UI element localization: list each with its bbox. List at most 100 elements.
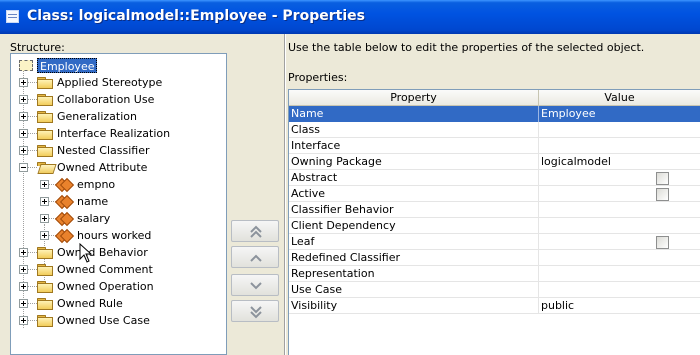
expand-icon[interactable] <box>40 214 49 223</box>
tree-item[interactable]: Owned Rule <box>11 295 226 312</box>
property-value-cell[interactable] <box>539 138 700 154</box>
tree-item[interactable]: Owned Use Case <box>11 312 226 329</box>
expand-icon[interactable] <box>19 95 28 104</box>
property-value-cell[interactable] <box>539 234 700 250</box>
property-value-cell[interactable] <box>539 250 700 266</box>
tree-guide-line <box>44 201 56 203</box>
expand-icon[interactable] <box>40 197 49 206</box>
tree-guide-line <box>44 218 56 220</box>
expand-icon[interactable] <box>19 299 28 308</box>
folder-open-icon <box>37 162 57 174</box>
property-value-cell[interactable] <box>539 282 700 298</box>
property-value-cell[interactable] <box>539 122 700 138</box>
tree-guide-line <box>23 303 37 305</box>
column-header-property[interactable]: Property <box>289 90 539 106</box>
property-checkbox[interactable] <box>656 172 669 185</box>
tree-guide-line <box>23 167 37 169</box>
property-checkbox[interactable] <box>656 236 669 249</box>
expand-icon[interactable] <box>19 282 28 291</box>
property-value-cell[interactable] <box>539 218 700 234</box>
tree-item[interactable]: Owned Behavior <box>11 244 226 261</box>
tree-item[interactable]: Owned Attribute <box>11 159 226 176</box>
table-row[interactable]: Active <box>289 186 700 202</box>
move-down-button[interactable] <box>231 274 279 296</box>
tree-child-item[interactable]: empno <box>11 176 226 193</box>
tree-item[interactable]: Owned Comment <box>11 261 226 278</box>
expand-icon[interactable] <box>19 129 28 138</box>
table-row[interactable]: Redefined Classifier <box>289 250 700 266</box>
tree-item[interactable]: Collaboration Use <box>11 91 226 108</box>
tree-item-label: Owned Use Case <box>57 314 150 327</box>
tree-item[interactable]: Interface Realization <box>11 125 226 142</box>
table-row[interactable]: Leaf <box>289 234 700 250</box>
tree-item-label: Interface Realization <box>57 127 171 140</box>
window-icon <box>6 10 19 23</box>
expand-icon[interactable] <box>19 78 28 87</box>
expand-icon[interactable] <box>19 265 28 274</box>
pane-divider[interactable] <box>284 34 285 355</box>
folder-icon <box>37 145 53 157</box>
expand-icon[interactable] <box>19 112 28 121</box>
tree-guide-line <box>23 99 37 101</box>
table-row[interactable]: Class <box>289 122 700 138</box>
table-row[interactable]: Interface <box>289 138 700 154</box>
table-row[interactable]: Representation <box>289 266 700 282</box>
collapse-icon[interactable] <box>19 163 28 172</box>
tree-child-label: name <box>77 195 109 208</box>
table-row[interactable]: Abstract <box>289 170 700 186</box>
table-row[interactable]: Classifier Behavior <box>289 202 700 218</box>
expand-icon[interactable] <box>40 231 49 240</box>
mouse-cursor-icon <box>79 243 93 263</box>
tree-guide-line <box>23 269 37 271</box>
folder-icon <box>37 77 53 89</box>
tree-root-row[interactable]: Employee <box>11 57 226 74</box>
tree-child-item[interactable]: salary <box>11 210 226 227</box>
tree-item-label: Owned Operation <box>57 280 154 293</box>
move-down-icon <box>250 282 262 290</box>
property-value-cell[interactable] <box>539 266 700 282</box>
tree-item[interactable]: Generalization <box>11 108 226 125</box>
expand-icon[interactable] <box>19 316 28 325</box>
tree-item[interactable]: Applied Stereotype <box>11 74 226 91</box>
tree-guide-line <box>23 116 37 118</box>
tree-item-label: Applied Stereotype <box>57 76 163 89</box>
property-value-cell[interactable]: public <box>541 299 575 312</box>
move-up-button[interactable] <box>231 246 279 268</box>
tree-child-item[interactable]: hours worked <box>11 227 226 244</box>
tree-item-label: Owned Behavior <box>57 246 148 259</box>
tree-item[interactable]: Owned Operation <box>11 278 226 295</box>
table-row[interactable]: Client Dependency <box>289 218 700 234</box>
table-row[interactable]: Use Case <box>289 282 700 298</box>
property-checkbox[interactable] <box>656 188 669 201</box>
tree-child-label: hours worked <box>77 229 152 242</box>
expand-icon[interactable] <box>19 146 28 155</box>
move-to-top-button[interactable] <box>231 220 279 242</box>
expand-icon[interactable] <box>19 248 28 257</box>
attribute-icon <box>54 194 75 210</box>
window-title: Class: logicalmodel::Employee - Properti… <box>27 8 365 24</box>
class-icon <box>19 60 33 71</box>
folder-icon <box>37 111 53 123</box>
expand-icon[interactable] <box>40 180 49 189</box>
property-value-cell[interactable] <box>539 186 700 202</box>
tree-child-item[interactable]: name <box>11 193 226 210</box>
tree-item[interactable]: Nested Classifier <box>11 142 226 159</box>
property-name-cell: Class <box>289 122 539 138</box>
property-value-cell[interactable]: Employee <box>541 107 596 120</box>
folder-icon <box>37 264 53 276</box>
structure-label: Structure: <box>10 41 65 54</box>
property-name-cell: Interface <box>289 138 539 154</box>
window-titlebar[interactable]: Class: logicalmodel::Employee - Properti… <box>0 0 700 34</box>
tree-item-label: Owned Comment <box>57 263 153 276</box>
property-value-cell[interactable]: logicalmodel <box>541 155 611 168</box>
property-value-cell[interactable] <box>539 170 700 186</box>
column-header-value[interactable]: Value <box>539 90 700 106</box>
move-to-bottom-button[interactable] <box>231 300 279 322</box>
property-value-cell[interactable] <box>539 202 700 218</box>
tree-root-label[interactable]: Employee <box>37 58 98 73</box>
